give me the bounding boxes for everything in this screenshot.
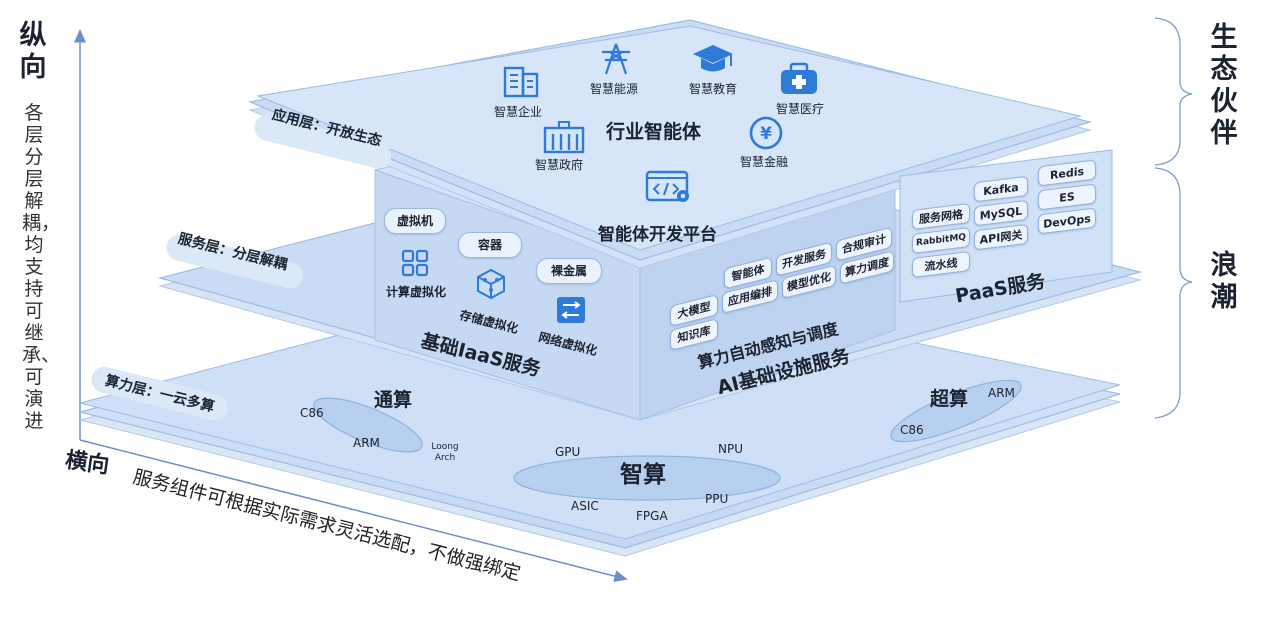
general-compute-ellipse: [313, 397, 423, 453]
app-item-label: 智慧政府: [535, 158, 584, 172]
app-item-label: 智慧医疗: [776, 102, 825, 116]
enterprise-icon: [499, 62, 543, 102]
app-label-ribbon: [254, 114, 392, 169]
horizontal-axis: [79, 439, 628, 582]
graduation-cap-icon: [691, 42, 735, 78]
app-item-label: 智慧企业: [494, 105, 543, 119]
super-compute-title: 超算: [930, 388, 969, 410]
compute-tag: PPU: [705, 492, 729, 506]
wave-brace: [1154, 167, 1193, 419]
app-layer-top: [256, 25, 1082, 251]
app-item-label: 智慧金融: [740, 155, 789, 169]
intelligent-compute-ellipse: [513, 455, 781, 501]
app-item-label: 智慧教育: [689, 82, 738, 96]
compute-tag: NPU: [718, 442, 743, 456]
compute-tag: ASIC: [571, 499, 599, 513]
compute-tag: GPU: [555, 445, 581, 459]
baremetal-pill: 裸金属: [536, 258, 602, 284]
compute-tag: Loong Arch: [431, 442, 459, 463]
storage-cube-icon: [475, 268, 507, 300]
vertical-description: 各层分层解耦，均支持可继承、可演进: [22, 102, 61, 432]
compute-tag: ARM: [988, 386, 1015, 400]
container-pill: 容器: [458, 232, 522, 258]
general-compute-title: 通算: [374, 389, 413, 411]
compute-tag: C86: [900, 423, 924, 437]
svg-text:¥: ¥: [760, 124, 772, 144]
service-label-ribbon: [166, 234, 304, 289]
medical-kit-icon: [779, 62, 819, 98]
compute-tag: C86: [300, 406, 324, 420]
network-switch-icon: [555, 294, 587, 326]
compute-grid-icon: [401, 249, 429, 277]
eco-brace: [1154, 17, 1193, 166]
intelligent-compute-title: 智算: [620, 462, 666, 488]
horizontal-title: 横向: [63, 447, 111, 479]
agent-platform-title: 智能体开发平台: [598, 225, 717, 245]
vertical-title: 纵向: [19, 20, 47, 83]
government-building-icon: [542, 120, 586, 156]
wave-label: 浪潮: [1210, 250, 1238, 313]
compute-label-ribbon: [91, 366, 229, 421]
vm-pill: 虚拟机: [384, 208, 446, 234]
compute-tag: ARM: [353, 436, 380, 450]
eco-partner-label: 生态伙伴: [1210, 22, 1238, 149]
compute-tag: FPGA: [636, 509, 668, 523]
finance-yuan-icon: ¥: [747, 116, 785, 152]
super-compute-ellipse: [890, 379, 1022, 443]
code-window-icon: [645, 170, 693, 206]
energy-tower-icon: [596, 42, 636, 78]
app-item-label: 智慧能源: [590, 82, 639, 96]
iaas-item-label: 计算虚拟化: [386, 285, 447, 299]
app-layer-title: 行业智能体: [606, 121, 702, 143]
